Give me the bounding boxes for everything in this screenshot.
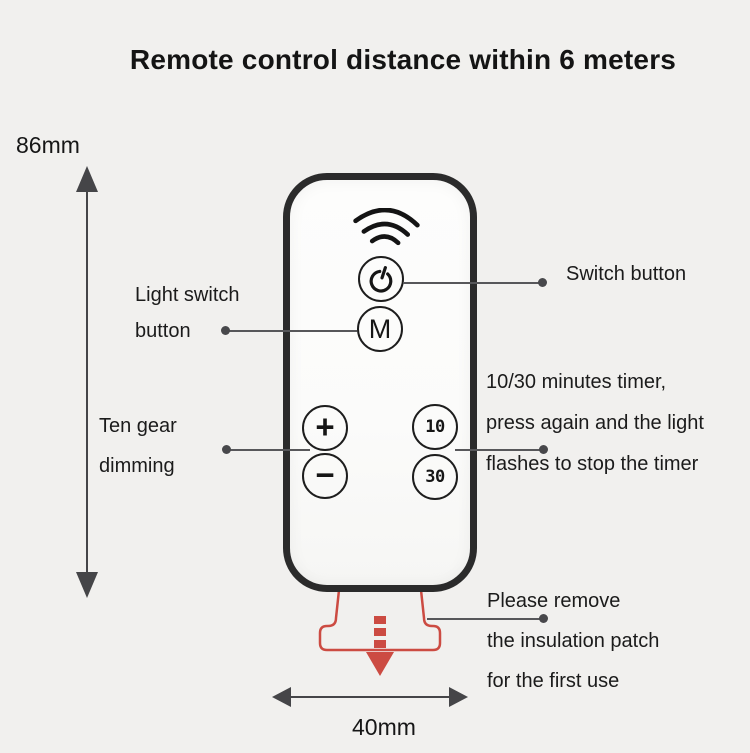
leader-line-switch	[403, 282, 543, 284]
annotation-ten-gear-dimming: Ten gear dimming	[99, 406, 177, 486]
annotation-line: Light switch	[135, 284, 240, 306]
timer-30-button: 30	[412, 454, 458, 500]
leader-dot	[539, 445, 548, 454]
leader-dot	[539, 614, 548, 623]
horizontal-dimension-line	[288, 696, 454, 698]
annotation-line: button	[135, 320, 191, 342]
annotation-line: the insulation patch	[487, 630, 660, 652]
annotation-line: flashes to stop the timer	[486, 453, 699, 475]
horizontal-double-arrow-icon	[449, 687, 468, 707]
leader-dot	[538, 278, 547, 287]
power-icon	[369, 265, 392, 293]
annotation-line: press again and the light	[486, 412, 704, 434]
annotation-line: for the first use	[487, 670, 620, 692]
height-dimension-label: 86mm	[16, 132, 80, 158]
leader-dot	[221, 326, 230, 335]
mode-button: M	[357, 306, 403, 352]
brightness-up-button: +	[302, 405, 348, 451]
annotation-switch-button: Switch button	[566, 262, 686, 286]
annotation-line: Switch button	[566, 263, 687, 285]
brightness-down-button: −	[302, 453, 348, 499]
leader-line-timer	[455, 449, 544, 451]
annotation-line: dimming	[99, 455, 175, 477]
leader-line-light-switch	[226, 330, 357, 332]
remote-control-body: M + − 10 30	[283, 173, 477, 592]
annotation-insulation-patch: Please remove the insulation patch for t…	[487, 581, 659, 701]
vertical-dimension-line	[86, 186, 88, 576]
signal-waves-icon	[353, 208, 420, 246]
minus-icon: −	[315, 456, 335, 493]
page-title: Remote control distance within 6 meters	[129, 44, 677, 75]
plus-icon: +	[315, 408, 335, 445]
leader-dot	[222, 445, 231, 454]
annotation-line: Ten gear	[99, 415, 177, 437]
vertical-double-arrow-icon	[76, 572, 98, 598]
annotation-light-switch: Light switch button	[135, 277, 240, 349]
leader-line-insulation	[427, 618, 544, 620]
horizontal-double-arrow-icon	[272, 687, 291, 707]
insulation-patch-pull-tab-icon	[318, 589, 442, 676]
annotation-line: Please remove	[487, 590, 621, 612]
mode-button-label: M	[368, 313, 392, 344]
timer-10-button-label: 10	[425, 417, 445, 437]
vertical-double-arrow-icon	[76, 166, 98, 192]
leader-line-ten-gear	[227, 449, 310, 451]
power-button	[358, 256, 404, 302]
annotation-timer: 10/30 minutes timer, press again and the…	[486, 362, 704, 485]
timer-10-button: 10	[412, 404, 458, 450]
pull-down-arrow-icon	[366, 616, 394, 676]
annotation-line: 10/30 minutes timer,	[486, 371, 667, 393]
timer-30-button-label: 30	[425, 467, 445, 487]
width-dimension-label: 40mm	[352, 714, 416, 740]
